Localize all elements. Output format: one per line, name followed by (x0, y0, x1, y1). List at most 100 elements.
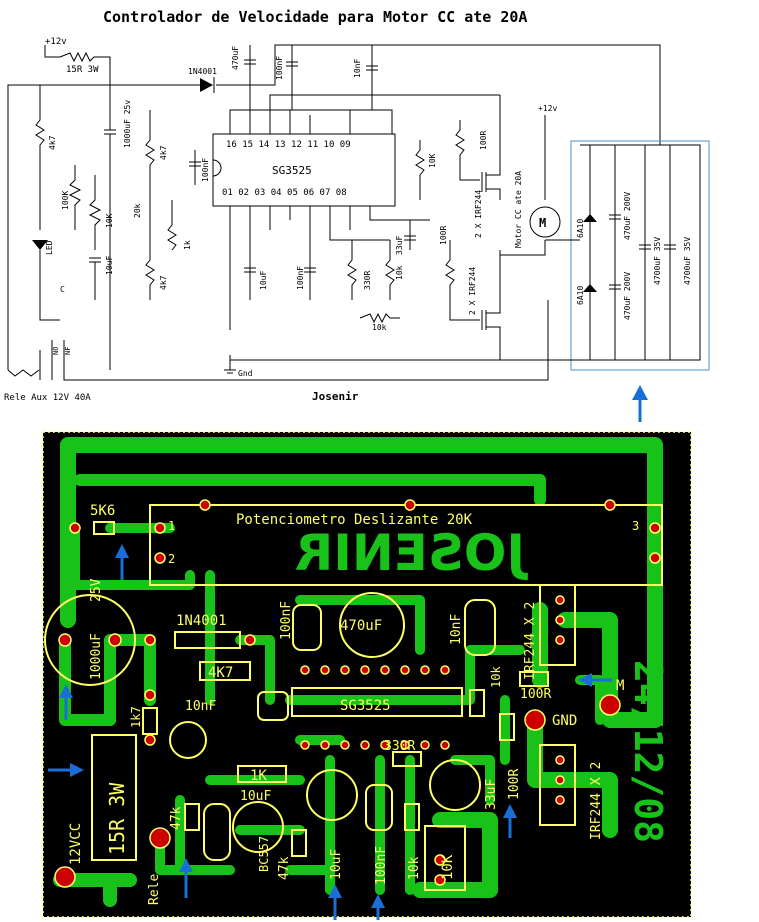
r-100r-a-body (519, 671, 549, 687)
vcc-label: 12VCC (68, 823, 84, 865)
mosfet-a-label: IRF244 X 2 (523, 602, 538, 680)
c-470-label: 470uF (340, 618, 382, 634)
relay-label: Rele Aux 12V 40A (4, 393, 91, 403)
r-20k-label: 20k (133, 203, 142, 218)
r-330r-body (392, 751, 422, 767)
led-label: LED (45, 240, 54, 255)
c-10uf-b-label: 10uF (259, 271, 268, 290)
arrow-right-icon (48, 763, 84, 777)
c-10uf-a-label: 10uF (105, 256, 114, 275)
mosfet-b-label: 2 X IRF244 (468, 267, 477, 315)
ic-pins-bottom: 01 02 03 04 05 06 07 08 (222, 188, 347, 198)
pot-pin1-label: 1 (168, 519, 175, 533)
relay-no-label: NO (52, 347, 60, 355)
c-10uf-body (232, 801, 284, 853)
r-100r-a-label: 100R (479, 131, 488, 150)
resistor-15r-label: 15R 3W (66, 65, 99, 75)
c-10uf-b-body (306, 769, 358, 821)
r-10k-a-label: 10K (105, 213, 114, 228)
date-label: 24/12/08 (626, 660, 670, 843)
ic-sg3525-body (212, 133, 396, 207)
r-10k-a-label: 10k (407, 856, 422, 880)
led-symbol (32, 240, 48, 250)
schematic: Controlador de Velocidade para Motor CC … (0, 0, 759, 420)
r-100k-label: 100K (61, 191, 70, 210)
r-100r-a-label: 100R (520, 687, 551, 702)
c-1000-body (44, 594, 136, 686)
c-10nf-a-label: 10nF (449, 614, 464, 645)
motor-symbol (529, 206, 561, 238)
pot-title: Potenciometro Deslizante 20K (236, 512, 473, 528)
ic-name: SG3525 (272, 164, 312, 177)
arrow-up-icon (328, 884, 342, 920)
mosfet-a-label: 2 X IRF244 (474, 190, 483, 238)
cap-100nf-top-label: 100nF (275, 56, 284, 80)
c-10uf-b-label: 10uF (329, 849, 344, 880)
cap-10nf-top-label: 10nF (353, 59, 362, 78)
transistor-label: BC557 (257, 836, 271, 872)
r-4k7-b-label: 4k7 (159, 145, 168, 160)
pcb-layout: Potenciometro Deslizante 20K 1 2 3 JOSEN… (42, 431, 692, 918)
c-10nf-a-body (464, 599, 496, 656)
pot-pin3-label: 3 (632, 519, 639, 533)
arrow-up-icon (632, 385, 648, 422)
r-47k-a-body (184, 803, 200, 831)
relay-c-label: C (60, 285, 65, 294)
c-10nf-b-body (257, 691, 289, 721)
c-33uf-label: 33uF (484, 779, 499, 810)
cap-100nf-left-label: 100nF (201, 158, 210, 182)
schematic-title: Controlador de Velocidade para Motor CC … (103, 8, 527, 26)
cap-4700-b-label: 4700uF 35V (683, 237, 692, 285)
ic-sg3525-label: SG3525 (340, 698, 391, 714)
r-47k-b-label: 47k (277, 856, 292, 880)
cap-470-label: 470uF (231, 46, 240, 70)
r-4k7-a-label: 4k7 (48, 135, 57, 150)
diode-6a10-b-label: 6A10 (576, 286, 585, 305)
r-10k-b-body (424, 825, 466, 891)
cap-1000-label: 1000uF 25v (123, 100, 132, 148)
arrow-up-icon (59, 684, 73, 720)
supply-label-top: +12v (45, 37, 67, 47)
r-10k-a-body (404, 803, 420, 831)
rele-label: Rele (147, 874, 162, 905)
motor-pad-label: M (616, 678, 624, 694)
mosfet-b-label: IRF244 X 2 (589, 762, 604, 840)
motor-label: Motor CC ate 20A (514, 171, 523, 248)
r-5k6-label: 5K6 (90, 503, 115, 519)
d-1n4001-body (174, 631, 241, 649)
c-33uf-body (429, 759, 481, 811)
pot-pin2-label: 2 (168, 552, 175, 566)
r-4k7-label: 4K7 (208, 665, 233, 681)
r-47k-a-label: 47k (169, 806, 184, 830)
r-100r-b-label: 100R (507, 769, 522, 800)
r-1k-label: 1K (250, 768, 267, 784)
r-330r-label: 330R (363, 271, 372, 290)
c-470-body (339, 592, 405, 658)
c-10uf-label: 10uF (240, 789, 271, 804)
motor-letter: M (539, 216, 546, 230)
r-5k6-body (93, 521, 115, 535)
power-box (570, 140, 710, 371)
c-100nf-a-label: 100nF (279, 601, 294, 640)
relay-nf-label: NF (64, 347, 72, 355)
r-1k-body (237, 765, 287, 783)
pcb-pads (54, 499, 661, 888)
arrow-up-icon (115, 544, 129, 580)
r-10k-c-body (469, 689, 485, 717)
d-1n4001-label: 1N4001 (176, 613, 227, 629)
r-4k7-body (199, 661, 251, 681)
ic-sg3525-body (291, 687, 463, 717)
c-100nf-b-label: 100nF (374, 846, 389, 885)
r-10k-pot-label: 10k (372, 323, 387, 332)
cap-470-200-a-label: 470uF 200V (623, 192, 632, 240)
diode-6a10-a-label: 6A10 (576, 219, 585, 238)
r-15r-label: 15R 3W (105, 782, 129, 855)
diode-1n4001-label: 1N4001 (188, 67, 217, 76)
c-100nf-b-label: 100nF (296, 266, 305, 290)
r-1k7-body (142, 707, 158, 735)
c-10nf-b-label: 10nF (185, 699, 216, 714)
arrow-up-icon (371, 894, 385, 920)
mosfet-b-body (539, 744, 576, 826)
ic-pins-top: 16 15 14 13 12 11 10 09 (226, 140, 351, 150)
